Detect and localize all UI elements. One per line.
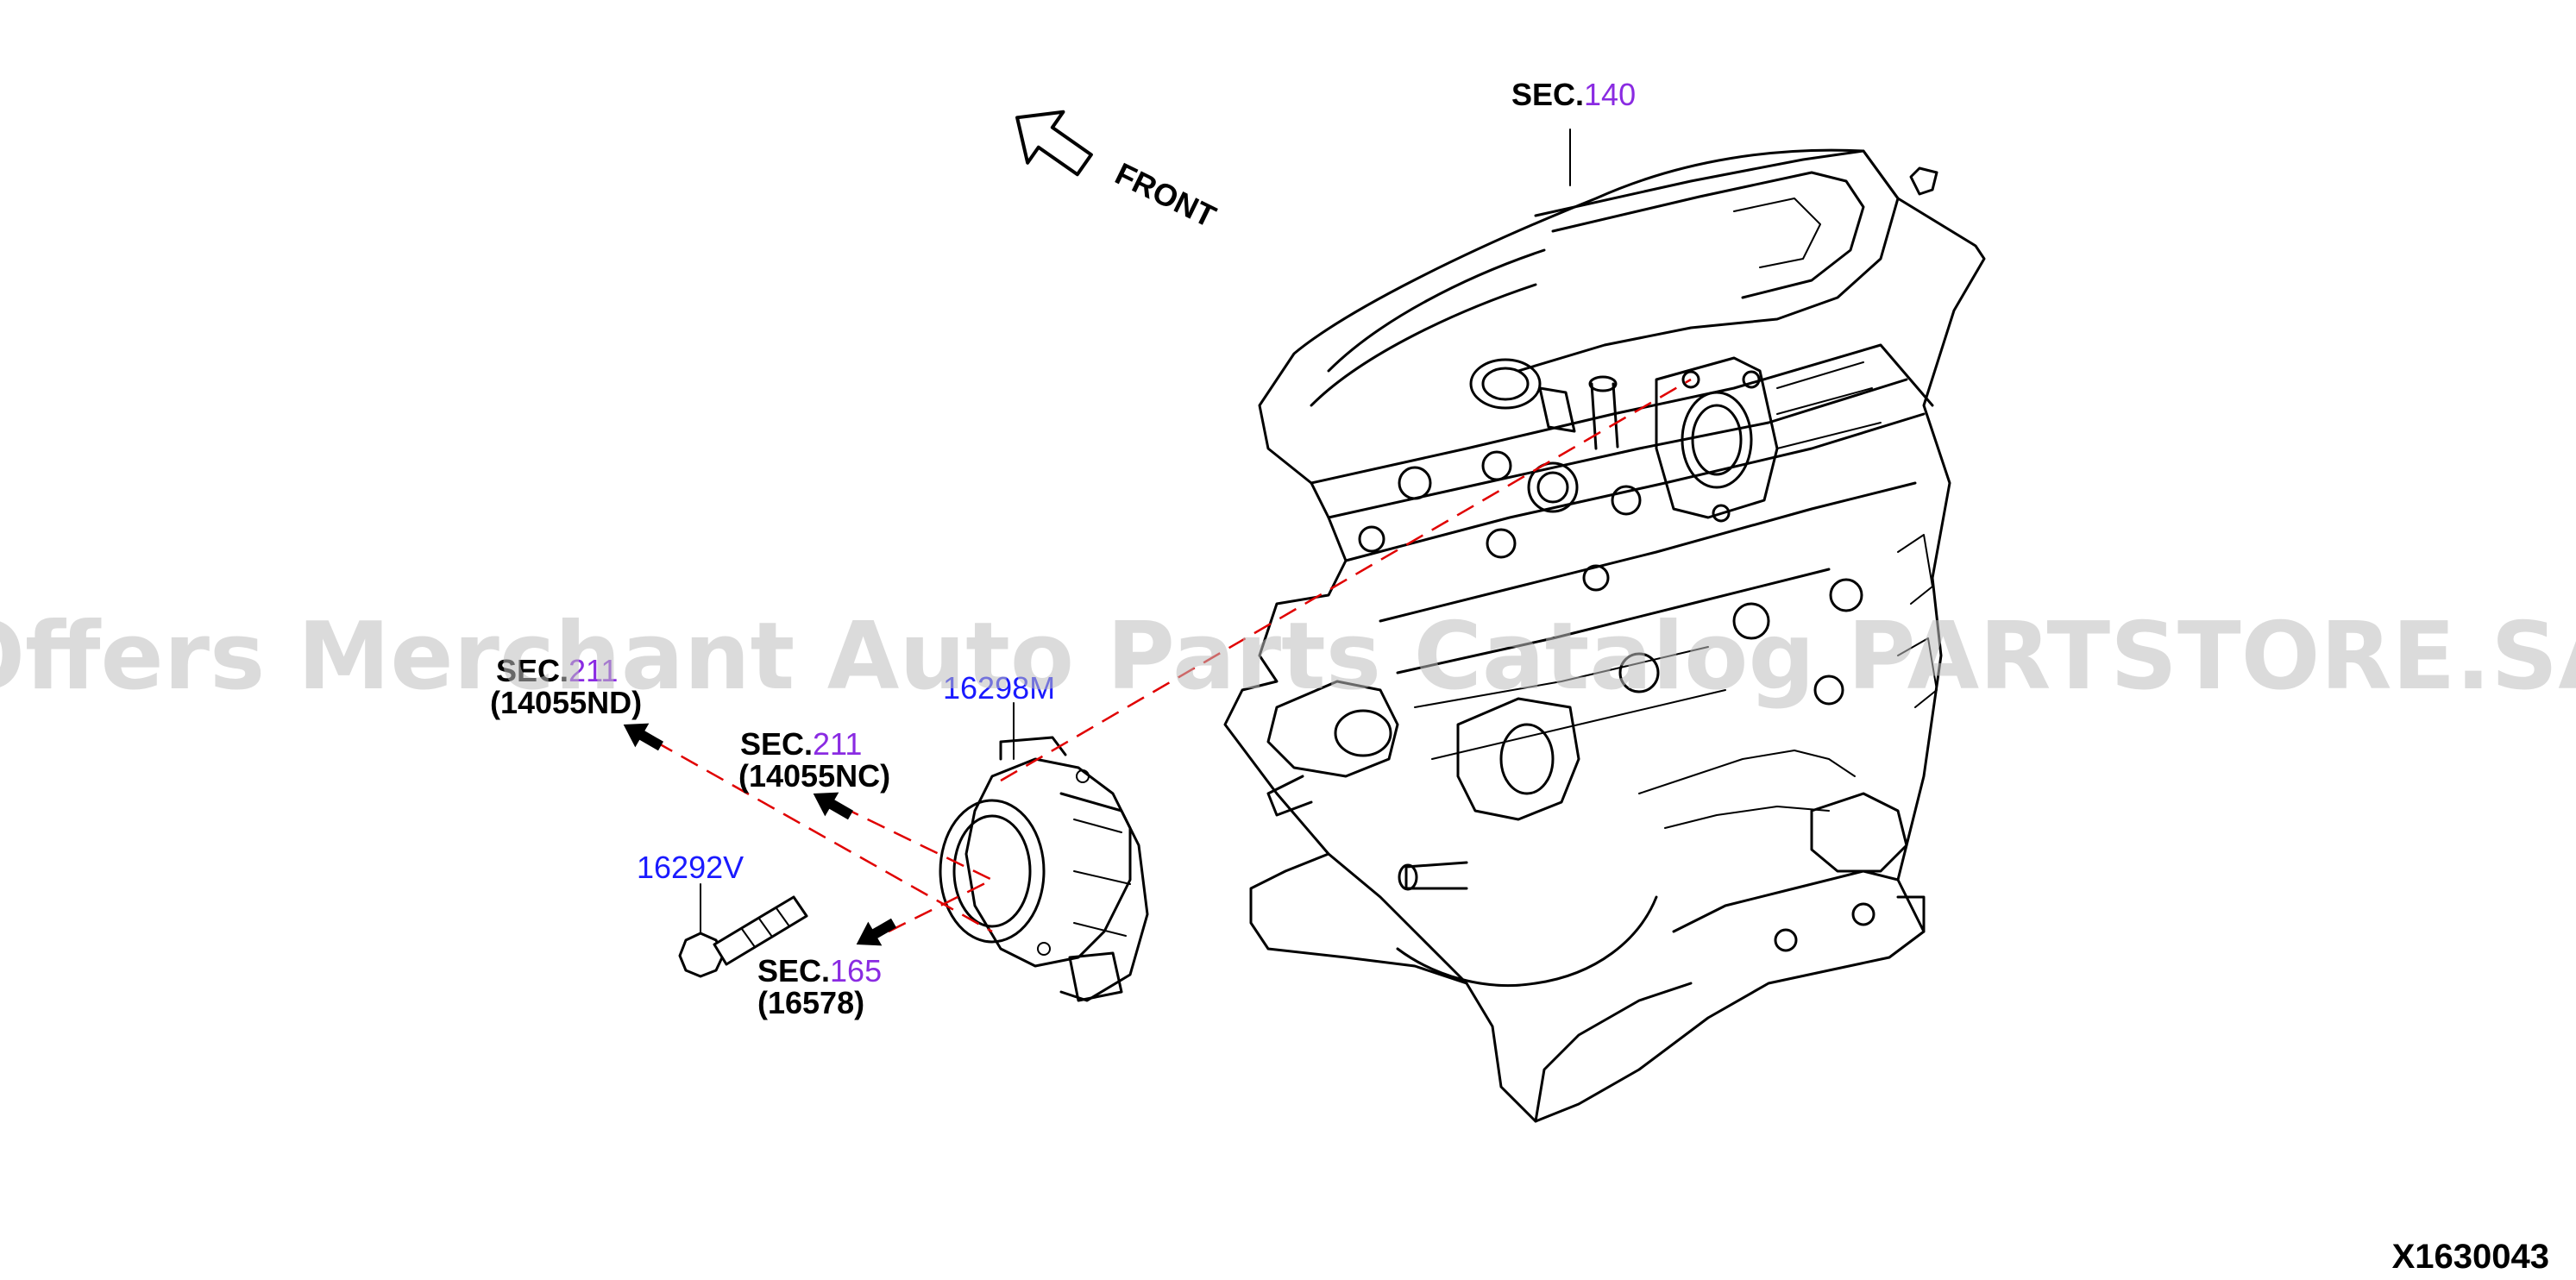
sec211-nc-prefix: SEC. <box>740 726 813 762</box>
sec165-number: 165 <box>830 953 882 988</box>
sec140-number: 140 <box>1584 77 1636 112</box>
sec140-label: SEC.140 <box>1511 77 1636 112</box>
part-number-16292v: 16292V <box>637 850 744 885</box>
guide-line-intake <box>1000 378 1692 782</box>
diagram-id: X1630043 <box>2392 1238 2549 1276</box>
sec211-nd-number: 211 <box>569 653 618 688</box>
engine-assembly <box>1223 148 1986 1123</box>
sec165-part: (16578) <box>757 985 864 1020</box>
watermark-text: Offers Merchant Auto Parts Catalog PARTS… <box>0 603 2576 711</box>
sec211-nd-label: SEC.211 <box>496 653 618 688</box>
sec211-nd-part: (14055ND) <box>490 685 642 720</box>
outline-arrow-icon <box>1015 110 1093 177</box>
front-label: FRONT <box>1109 155 1221 234</box>
guide-line-sec211-nd <box>655 740 993 933</box>
sec211-nd-prefix: SEC. <box>496 653 569 688</box>
part-number-16298m: 16298M <box>943 670 1055 706</box>
sec165-prefix: SEC. <box>757 953 830 988</box>
solid-arrow-icon <box>813 792 853 820</box>
guide-lines <box>655 378 1692 933</box>
solid-arrow-icon <box>856 918 896 946</box>
bolt-part <box>678 895 808 978</box>
guide-line-sec165 <box>888 878 993 933</box>
sec211-nc-label: SEC.211 <box>740 726 862 762</box>
front-indicator: FRONT <box>1015 110 1222 235</box>
sec211-nc-number: 211 <box>813 726 862 762</box>
throttle-body <box>939 736 1149 1002</box>
sec140-prefix: SEC. <box>1511 77 1584 112</box>
solid-arrow-icon <box>623 723 663 751</box>
sec165-label: SEC.165 <box>757 953 882 988</box>
sec211-nc-part: (14055NC) <box>738 758 890 794</box>
